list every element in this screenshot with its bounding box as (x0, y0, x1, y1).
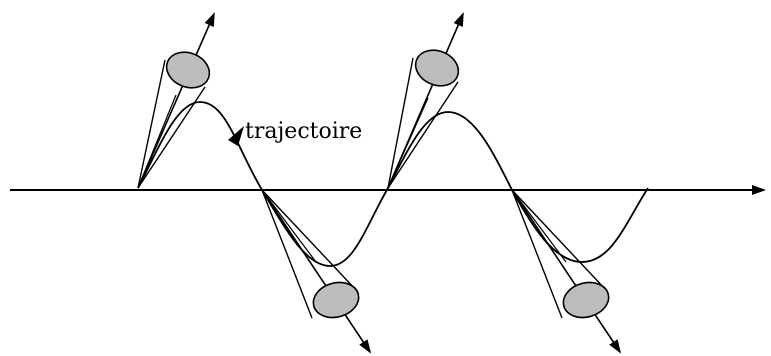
trajectory-curve (137, 101, 649, 267)
cone-base-ellipse (414, 49, 460, 87)
cone-base-ellipse (165, 51, 211, 89)
cone-up-1 (137, 12, 215, 189)
cone-base-ellipse (562, 281, 610, 319)
trajectory-arrowhead (228, 126, 244, 146)
cone-up-2 (387, 12, 464, 189)
cone-down-1 (261, 189, 372, 354)
cone-base-ellipse (312, 281, 360, 319)
cone-down-2 (511, 189, 622, 354)
trajectory-label: trajectoire (245, 119, 362, 144)
